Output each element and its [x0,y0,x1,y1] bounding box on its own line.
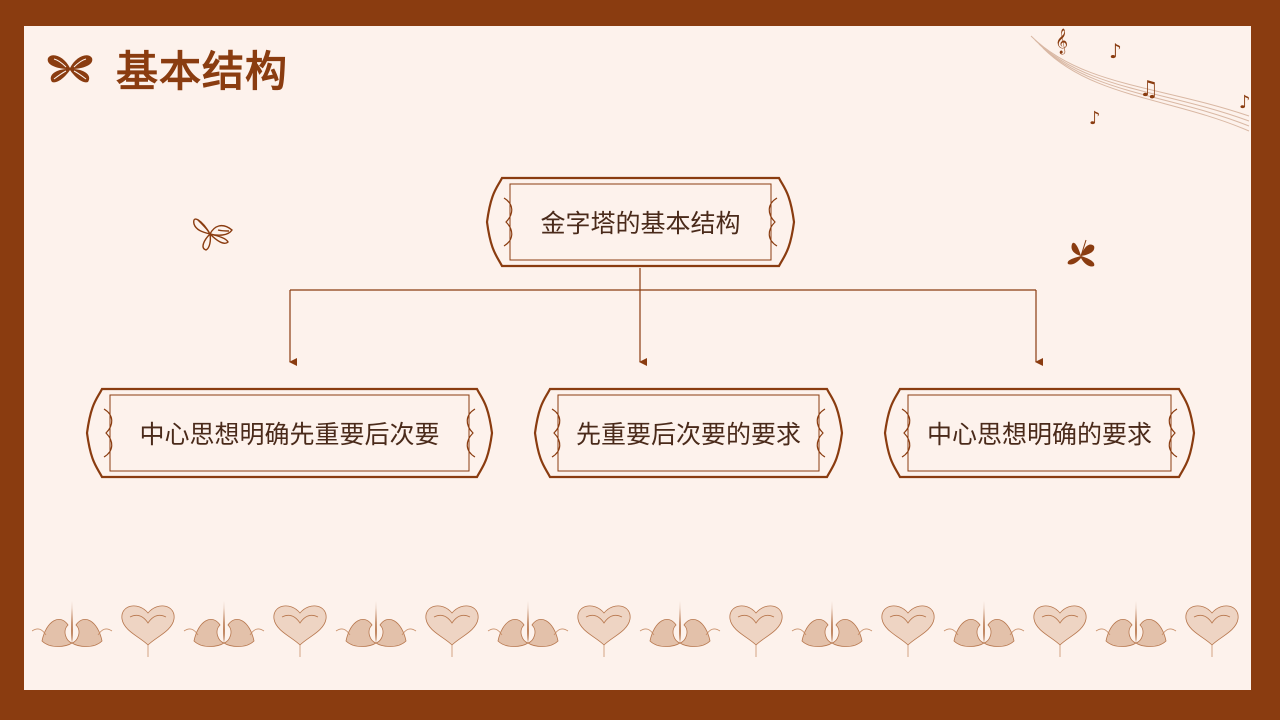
diagram-child-node-3: 中心思想明确的要求 [882,385,1197,481]
ornate-frame-icon [85,387,494,479]
diagram-child-node-2: 先重要后次要的要求 [532,385,845,481]
child-node-2-label: 先重要后次要的要求 [575,420,801,449]
svg-text:𝄞: 𝄞 [1055,28,1068,54]
diagram-child-node-1: 中心思想明确先重要后次要 [84,385,495,481]
ornate-frame-icon [883,387,1196,479]
ornate-frame-icon [533,387,844,479]
title-row: 基本结构 [46,40,288,96]
slide-canvas: 基本结构 𝄞 ♪ ♫ ♪ ♪ [24,26,1251,690]
page-title: 基本结构 [116,46,289,96]
child-node-3-label: 中心思想明确的要求 [926,420,1152,449]
butterfly-icon [1067,239,1095,267]
child-node-1-label: 中心思想明确先重要后次要 [139,420,440,449]
svg-text:♪: ♪ [1089,108,1101,129]
butterfly-icon [193,218,233,251]
ornate-frame-icon [485,176,796,268]
butterfly-icon [47,55,93,83]
diagram-root-node: 金字塔的基本结构 [484,174,797,270]
root-node-label: 金字塔的基本结构 [540,209,741,238]
svg-text:♪: ♪ [1109,39,1122,63]
diagram-connectors [289,268,1043,366]
svg-text:♪: ♪ [1239,92,1251,113]
svg-text:♫: ♫ [1139,77,1159,102]
music-notes-icon: 𝄞 ♪ ♫ ♪ ♪ [1030,28,1251,132]
swan-border-ornament [32,600,1239,658]
